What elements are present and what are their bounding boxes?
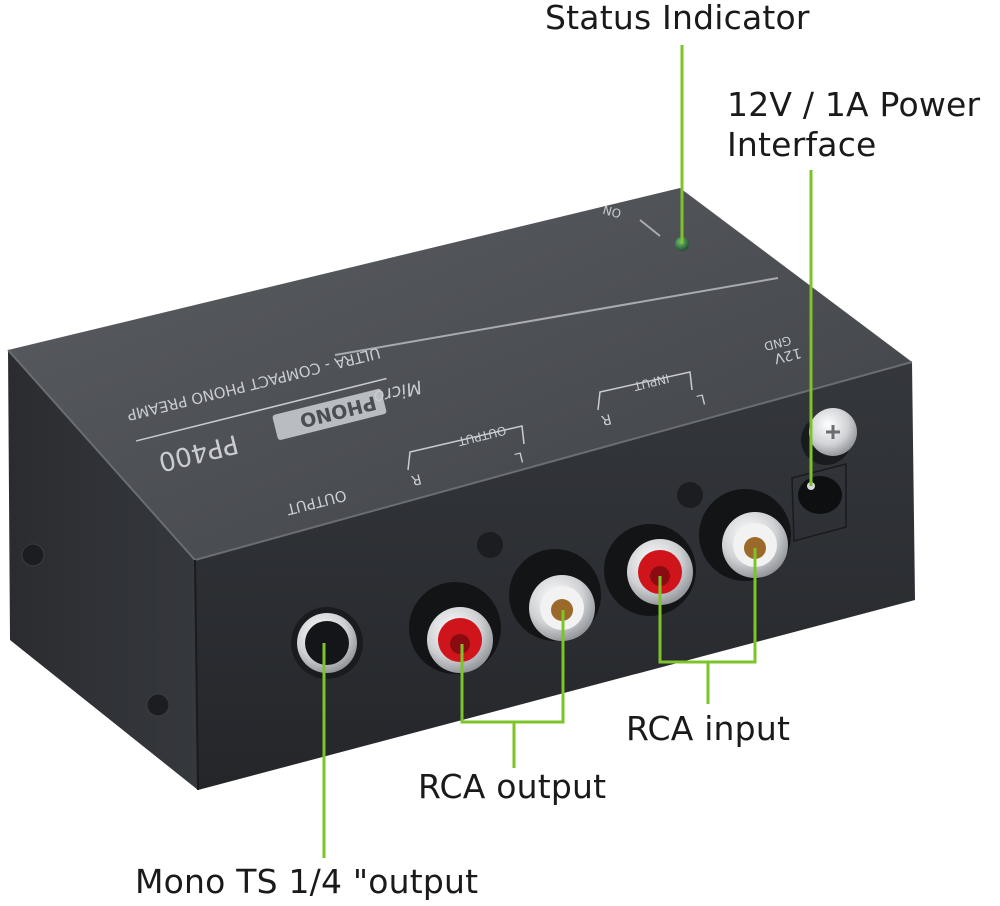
rca-output-left-jack (509, 549, 601, 641)
side-screw-icon (21, 543, 45, 567)
callout-lines (322, 45, 813, 858)
svg-text:L: L (513, 448, 525, 465)
svg-text:R: R (409, 470, 423, 488)
panel-screw-icon (677, 482, 703, 508)
gnd-label: GND (763, 333, 793, 353)
device-left-side (8, 350, 198, 790)
power-interface-label-line1: 12V / 1A Power (727, 85, 981, 124)
panel-screw-icon (477, 532, 503, 558)
side-screw-icon (146, 693, 170, 717)
device-top-panel (8, 188, 912, 560)
rca-input-label: RCA input (626, 709, 791, 748)
power-interface-label-line2: Interface (727, 125, 877, 164)
rca-input-right-jack (604, 524, 696, 616)
power-12v-label: 12V (772, 344, 803, 366)
rca-output-label: RCA output (418, 767, 607, 806)
gnd-screw (801, 408, 857, 465)
preamp-device: ON ULTRA - COMPACT PHONO PREAMP PHONO Mi… (7, 188, 915, 791)
status-indicator-label: Status Indicator (545, 0, 810, 37)
svg-text:L: L (695, 390, 707, 407)
on-label: ON (601, 202, 622, 220)
mono-output-label: Mono TS 1/4 "output (135, 862, 479, 901)
svg-text:R: R (599, 410, 613, 428)
mono-ts-jack (291, 607, 363, 679)
rca-output-right-jack (409, 582, 501, 674)
rca-input-left-jack (699, 489, 791, 581)
